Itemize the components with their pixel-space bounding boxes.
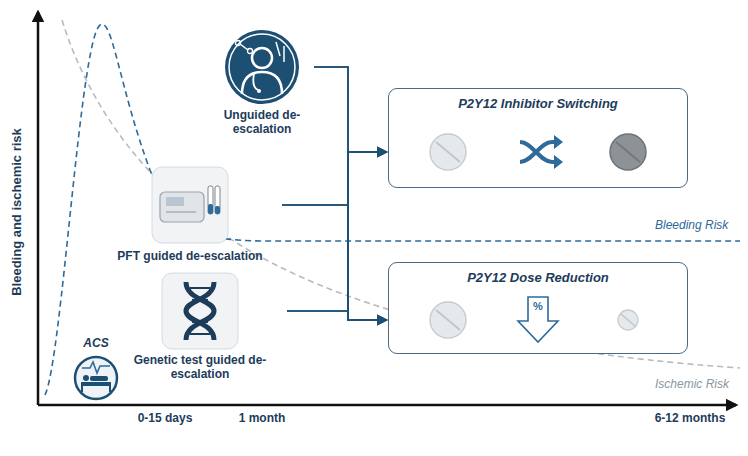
node-label: Unguided de-escalation bbox=[212, 108, 312, 137]
process-box: P2Y12 Dose Reduction bbox=[388, 262, 688, 354]
connector-arrow bbox=[282, 205, 387, 320]
node-label: Genetic test guided de-escalation bbox=[130, 353, 270, 382]
acs-icon bbox=[75, 357, 117, 399]
pft-analyzer-icon bbox=[152, 167, 228, 243]
connector-arrow bbox=[314, 67, 387, 320]
bleeding-curve bbox=[45, 24, 740, 395]
curve-label: Bleeding Risk bbox=[655, 218, 728, 232]
icon-node: Genetic test guided de-escalation bbox=[115, 273, 285, 382]
box-title: P2Y12 Inhibitor Switching bbox=[399, 96, 677, 112]
doctor-icon bbox=[225, 30, 299, 104]
ischemic-curve bbox=[62, 20, 740, 368]
node-label: PFT guided de-escalation bbox=[100, 249, 280, 263]
connector-arrow bbox=[287, 311, 387, 320]
connector-arrow bbox=[287, 152, 387, 311]
axis-title: Bleeding and ischemic risk bbox=[9, 128, 25, 296]
process-box: P2Y12 Inhibitor Switching bbox=[388, 88, 688, 188]
y-axis bbox=[37, 12, 40, 405]
pill-icons-dose bbox=[430, 297, 638, 342]
icon-node: PFT guided de-escalation bbox=[100, 167, 280, 263]
x-axis bbox=[38, 404, 736, 407]
dna-icon bbox=[162, 273, 238, 349]
axis-tick-label: 1 month bbox=[239, 411, 286, 425]
node-label: ACS bbox=[70, 336, 122, 350]
axis-tick-label: 0-15 days bbox=[138, 411, 193, 425]
curve-label: Ischemic Risk bbox=[655, 377, 729, 391]
axis-tick-label: 6-12 months bbox=[655, 411, 726, 425]
connector-arrow bbox=[314, 67, 387, 152]
pill-icons-switch bbox=[430, 134, 646, 170]
connector-arrow bbox=[282, 152, 387, 205]
icon-node: ACS bbox=[70, 336, 122, 396]
icon-node: Unguided de-escalation bbox=[212, 30, 312, 137]
box-title: P2Y12 Dose Reduction bbox=[399, 270, 677, 286]
